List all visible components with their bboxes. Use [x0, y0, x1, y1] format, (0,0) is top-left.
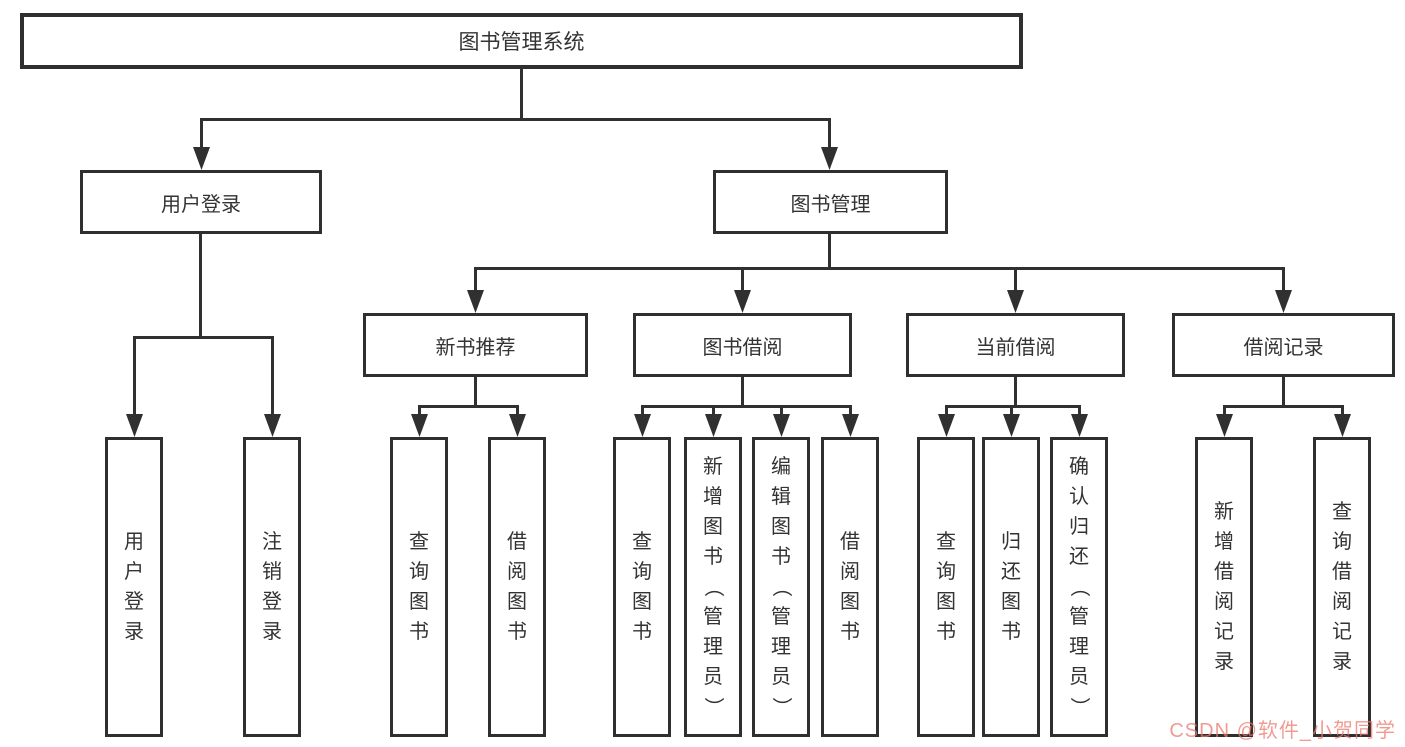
leaf-query-books-recommend: 查询图书 [390, 437, 448, 737]
node-book-management: 图书管理 [713, 170, 948, 234]
node-current-borrow: 当前借阅 [906, 313, 1125, 377]
node-new-book-recommend: 新书推荐 [363, 313, 588, 377]
node-book-borrow: 图书借阅 [633, 313, 852, 377]
arrowhead [467, 290, 484, 313]
node-root-system: 图书管理系统 [20, 13, 1023, 69]
arrowhead [1007, 290, 1024, 313]
leaf-add-book-admin: 新增图书（管理员） [684, 437, 742, 737]
arrowhead [634, 414, 651, 437]
arrowhead [773, 414, 790, 437]
arrowhead [1003, 414, 1020, 437]
leaf-confirm-return-admin: 确认归还（管理员） [1050, 437, 1108, 737]
leaf-user-login: 用户登录 [105, 437, 163, 737]
arrowhead [126, 414, 143, 437]
node-borrow-record: 借阅记录 [1172, 313, 1395, 377]
leaf-edit-book-admin: 编辑图书（管理员） [752, 437, 810, 737]
leaf-add-borrow-record: 新增借阅记录 [1195, 437, 1253, 737]
arrowhead [1334, 414, 1351, 437]
leaf-return-books: 归还图书 [982, 437, 1040, 737]
arrowhead [411, 414, 428, 437]
arrowhead [193, 147, 210, 170]
leaf-borrow-books-recommend: 借阅图书 [488, 437, 546, 737]
node-user-login: 用户登录 [80, 170, 322, 234]
arrowhead [842, 414, 859, 437]
arrowhead [705, 414, 722, 437]
arrowhead [821, 147, 838, 170]
arrowhead [1275, 290, 1292, 313]
arrowhead [264, 414, 281, 437]
arrowhead [734, 290, 751, 313]
leaf-borrow-books: 借阅图书 [821, 437, 879, 737]
leaf-query-books-current: 查询图书 [917, 437, 975, 737]
arrowhead [1071, 414, 1088, 437]
arrowhead [1216, 414, 1233, 437]
csdn-watermark: CSDN @软件_小贺同学 [1169, 720, 1396, 742]
arrowhead [509, 414, 526, 437]
arrowhead [938, 414, 955, 437]
leaf-query-books-borrow: 查询图书 [613, 437, 671, 737]
leaf-query-borrow-record: 查询借阅记录 [1313, 437, 1371, 737]
leaf-logout-login: 注销登录 [243, 437, 301, 737]
